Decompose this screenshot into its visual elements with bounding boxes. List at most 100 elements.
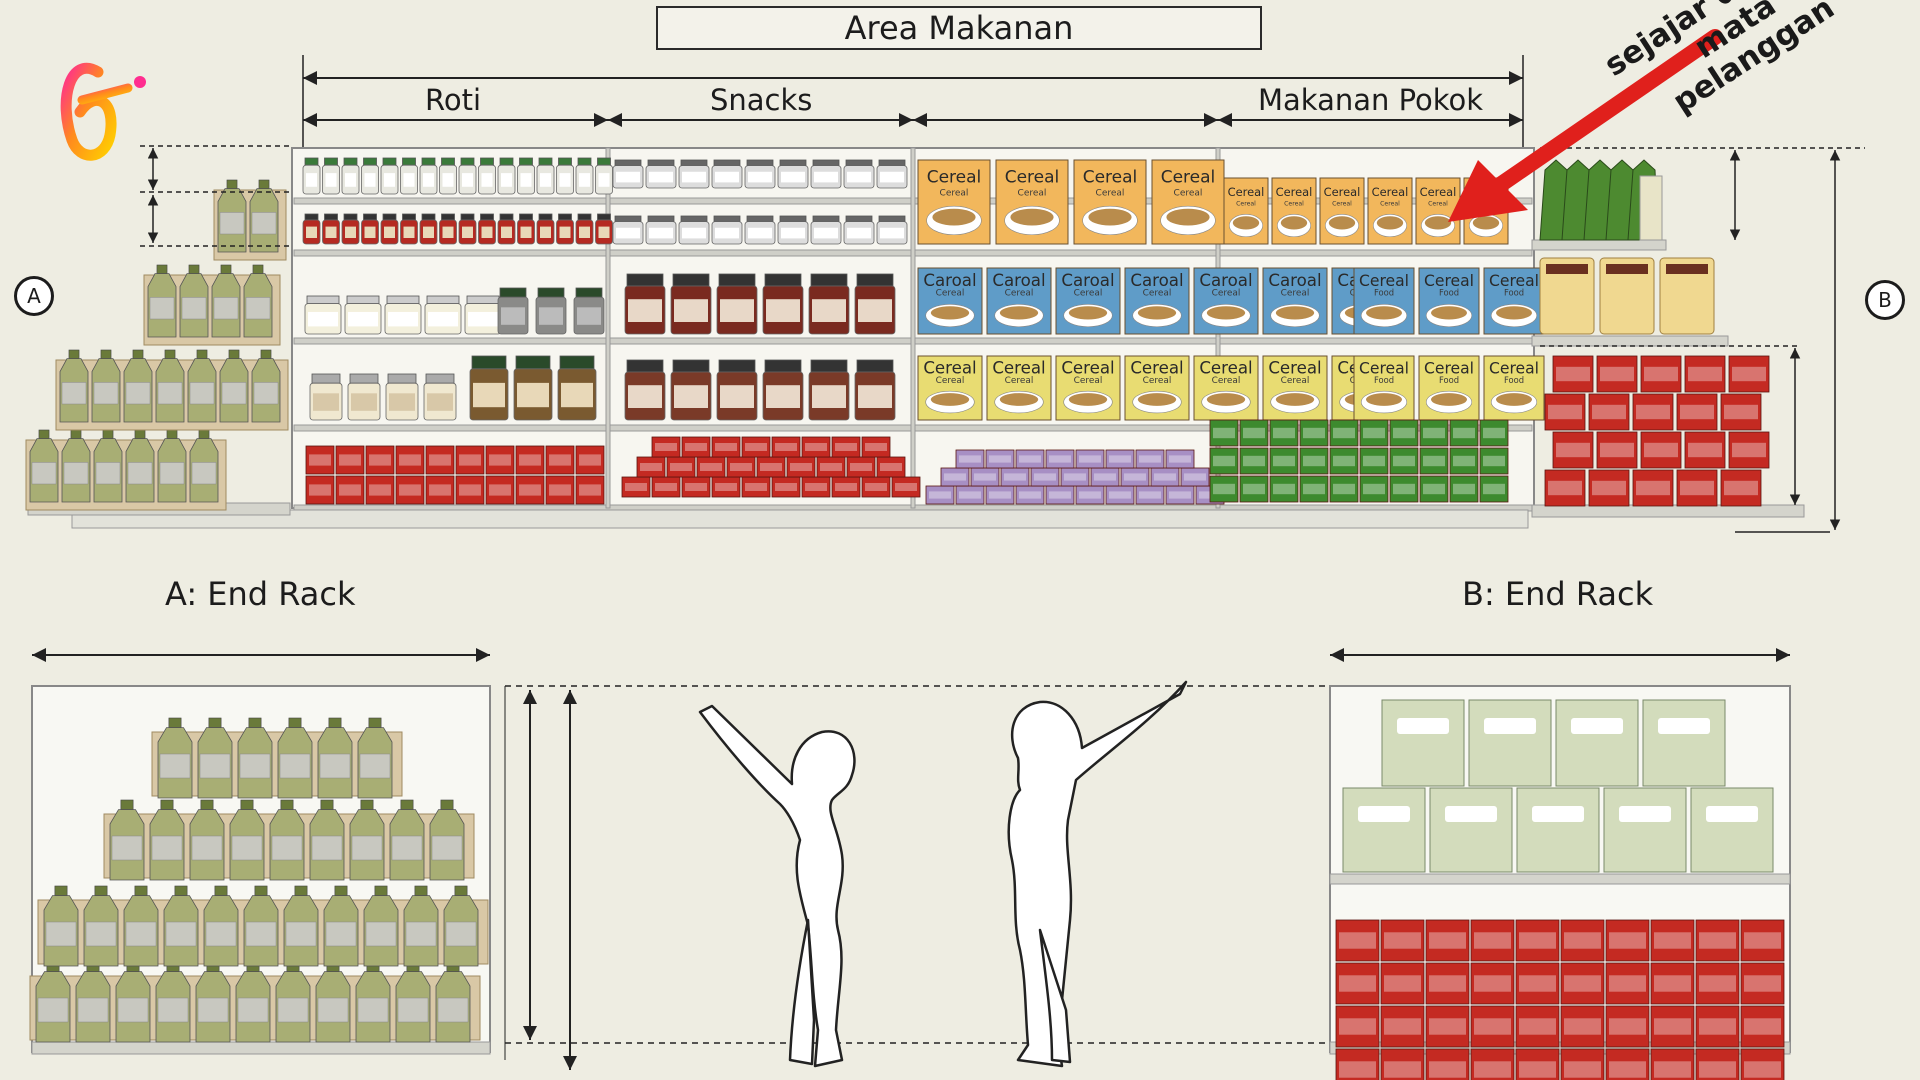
can: [1720, 469, 1762, 507]
bottle: [155, 349, 185, 423]
jar: [575, 157, 594, 195]
can: [771, 476, 801, 498]
snack-bag: [1539, 257, 1595, 335]
bottle: [29, 429, 59, 503]
can: [1596, 431, 1638, 469]
jar: [536, 213, 555, 245]
end-rack-b-label: B: End Rack: [1462, 575, 1654, 613]
can: [1329, 447, 1359, 475]
bottle: [403, 885, 439, 967]
can: [335, 445, 365, 475]
jar: [854, 273, 896, 335]
can: [1425, 1005, 1470, 1048]
jar: [361, 213, 379, 245]
can: [1728, 431, 1770, 469]
bottle: [123, 349, 153, 423]
cereal-box-title: Cereal: [1359, 359, 1409, 377]
brand-f-logo-icon: [60, 62, 146, 161]
cereal-box-subtitle: Cereal: [1428, 201, 1448, 208]
can: [1389, 475, 1419, 503]
jar: [458, 157, 477, 195]
bottle: [309, 799, 345, 881]
bottle: [203, 885, 239, 967]
can: [1695, 1005, 1740, 1048]
can: [1239, 419, 1269, 447]
cereal-box-title: Caroal: [1130, 271, 1183, 290]
jar: [517, 213, 535, 245]
bottle: [249, 179, 279, 253]
can: [1720, 393, 1762, 431]
storage-box: [1516, 787, 1600, 873]
jar: [808, 359, 850, 421]
can: [1060, 467, 1090, 487]
can: [455, 445, 485, 475]
bottle: [211, 264, 241, 338]
can: [1335, 1048, 1380, 1080]
can: [1695, 919, 1740, 962]
cereal-box-title: Caroal: [1199, 271, 1252, 290]
can: [1045, 485, 1075, 505]
can: [1560, 1005, 1605, 1048]
cereal-box-subtitle: Food: [1439, 375, 1459, 385]
can: [365, 475, 395, 505]
can: [1470, 919, 1515, 962]
can: [1359, 447, 1389, 475]
jar: [624, 359, 666, 421]
jar: [309, 373, 343, 421]
bottle: [237, 717, 273, 799]
can: [1425, 919, 1470, 962]
cereal-box-title: Cereal: [1489, 359, 1539, 377]
can: [1359, 419, 1389, 447]
can: [1359, 475, 1389, 503]
can: [666, 456, 696, 478]
jar: [678, 159, 710, 189]
jar: [624, 273, 666, 335]
bottle: [189, 429, 219, 503]
can: [1684, 355, 1726, 393]
bottle: [349, 799, 385, 881]
can: [425, 475, 455, 505]
can: [1560, 919, 1605, 962]
cereal-box-subtitle: Cereal: [1212, 289, 1241, 299]
bottle: [157, 429, 187, 503]
jar: [400, 157, 418, 195]
can: [1380, 962, 1425, 1005]
jar: [304, 295, 342, 335]
can: [1329, 475, 1359, 503]
bottle: [363, 885, 399, 967]
jar: [612, 215, 644, 245]
can: [1105, 485, 1135, 505]
storage-box: [1342, 787, 1426, 873]
cereal-box-title: Cereal: [1276, 185, 1313, 199]
end-rack-a-display: [29, 685, 491, 1055]
bottle: [389, 799, 425, 881]
jar: [810, 215, 842, 245]
bottle: [125, 429, 155, 503]
can: [1632, 469, 1674, 507]
can: [861, 476, 891, 498]
can: [1030, 467, 1060, 487]
right-end-rack: [1531, 159, 1805, 518]
jar: [595, 213, 613, 245]
storage-box: [1468, 699, 1552, 787]
cereal-box-subtitle: Cereal: [1236, 201, 1256, 208]
can: [1515, 1048, 1560, 1080]
can: [816, 456, 846, 478]
cereal-box-title: Cereal: [1424, 359, 1474, 377]
bottle: [219, 349, 249, 423]
jar: [380, 213, 399, 245]
cereal-box-subtitle: Cereal: [1281, 289, 1310, 299]
bottle: [93, 429, 123, 503]
can: [305, 445, 335, 475]
jar: [777, 159, 809, 189]
can: [1425, 962, 1470, 1005]
